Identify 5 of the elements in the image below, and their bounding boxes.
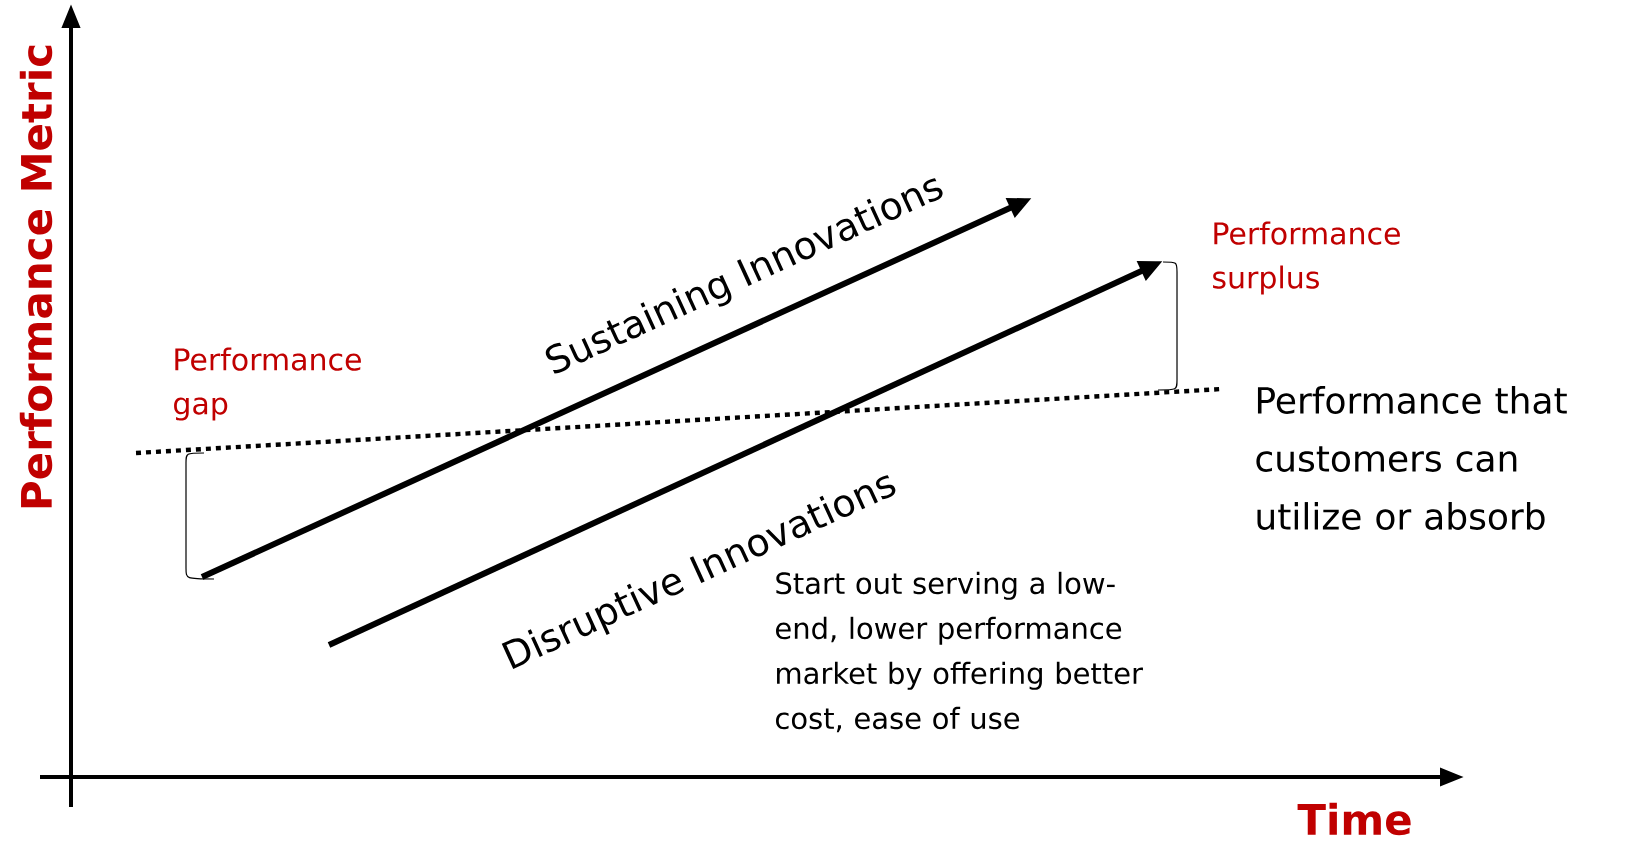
axis-title: Time (1297, 802, 1411, 836)
annotation-text: Performance that customers can utilize or absorb (1256, 386, 1567, 530)
axis-title: Performance Metric (19, 45, 53, 508)
annotation-text: Performance surplus (1213, 221, 1400, 295)
annotation-text: Performance gap (174, 347, 361, 421)
